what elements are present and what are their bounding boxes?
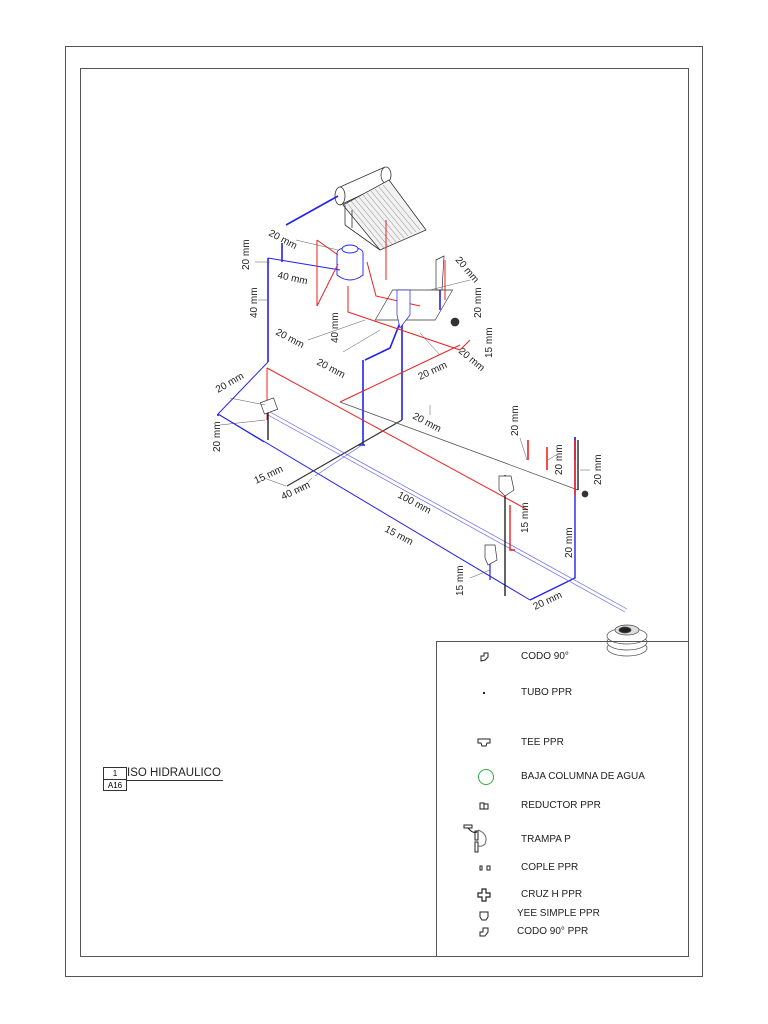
codo-90-ppr-icon [475, 925, 493, 939]
dim-label: 20 mm [473, 287, 484, 318]
tubo-ppr-icon [475, 686, 493, 700]
legend-label: CODO 90° [521, 651, 569, 662]
sheet-inner-border [80, 68, 689, 957]
legend-label: CODO 90° PPR [517, 926, 589, 937]
codo-90-icon [475, 650, 493, 664]
legend-box: CODO 90° TUBO PPR TEE PPR BAJA COLUMNA D… [436, 641, 689, 957]
trampa-p-icon [463, 824, 491, 854]
dim-label: 20 mm [532, 590, 564, 613]
legend-label: BAJA COLUMNA DE AGUA [521, 771, 645, 782]
dim-label: 20 mm [241, 239, 252, 270]
dim-label: 20 mm [456, 346, 486, 374]
dim-label: 40 mm [276, 270, 308, 287]
sheet-number: A16 [107, 781, 123, 790]
dim-label: 100 mm [396, 490, 433, 517]
legend-label: TEE PPR [521, 737, 564, 748]
dim-label: 40 mm [249, 287, 260, 318]
legend-label: YEE SIMPLE PPR [517, 908, 600, 919]
dim-label: 20 mm [212, 421, 223, 452]
fixtures [259, 255, 589, 566]
legend-label: TUBO PPR [521, 687, 573, 698]
dim-label: 15 mm [383, 524, 415, 548]
sheet-outer-border [65, 46, 703, 977]
dim-label: 20 mm [411, 411, 443, 435]
pressure-tank-icon [336, 244, 364, 281]
dim-label: 20 mm [593, 454, 604, 485]
dim-label: 15 mm [455, 565, 466, 596]
tee-ppr-icon [475, 736, 493, 750]
reductor-ppr-icon [475, 799, 493, 813]
legend-label: TRAMPA P [521, 834, 571, 845]
cistern-tank-icon [606, 624, 648, 657]
dimension-leaders [219, 239, 590, 579]
legend-label: COPLE PPR [521, 862, 579, 873]
cople-ppr-icon [477, 861, 495, 875]
solar-water-heater-icon [334, 166, 427, 251]
cruz-h-ppr-icon [475, 888, 493, 902]
dim-label: 15 mm [484, 327, 495, 358]
view-number: 1 [104, 768, 126, 780]
dim-label: 15 mm [520, 502, 531, 533]
legend-label: CRUZ H PPR [521, 889, 583, 900]
legend-label: REDUCTOR PPR [521, 800, 601, 811]
yee-simple-ppr-icon [475, 909, 493, 923]
dim-label: 15 mm [253, 464, 285, 487]
view-reference-box: 1 A16 [103, 767, 127, 791]
dim-label: 20 mm [564, 527, 575, 558]
baja-columna-icon [475, 768, 497, 786]
dim-label: 20 mm [274, 327, 306, 351]
dim-label: 40 mm [280, 480, 312, 503]
dim-label: 20 mm [214, 371, 246, 396]
view-title: ISO HIDRAULICO [127, 767, 223, 781]
dim-label: 20 mm [315, 357, 347, 381]
dim-label: 20 mm [510, 405, 521, 436]
dim-label: 40 mm [330, 312, 341, 343]
dim-label: 20 mm [554, 444, 565, 475]
